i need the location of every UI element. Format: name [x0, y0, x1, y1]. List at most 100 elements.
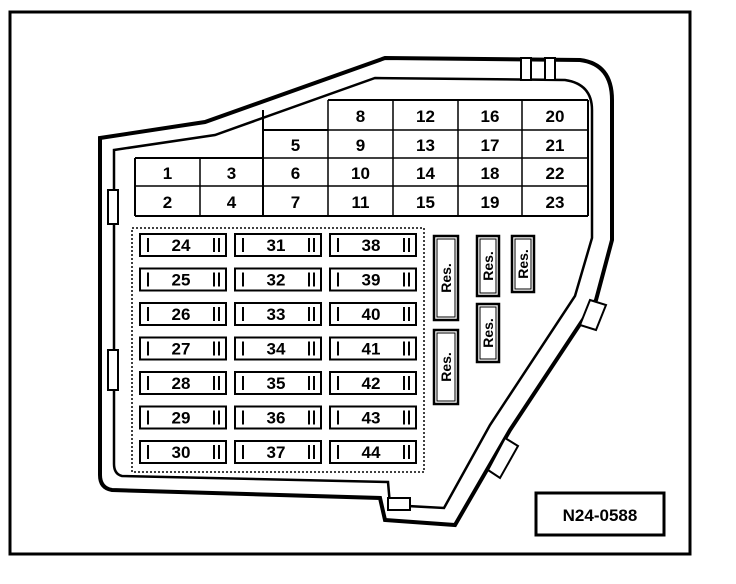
large-fuse-label: 32 — [267, 271, 286, 290]
large-fuse-label: 27 — [172, 340, 191, 359]
large-fuse-body — [139, 336, 227, 361]
small-fuse-label: 10 — [351, 164, 370, 183]
large-fuse: 24 — [139, 233, 227, 257]
small-fuse-label: 9 — [356, 136, 365, 155]
large-fuse-label: 42 — [362, 374, 381, 393]
small-fuse-label: 8 — [356, 107, 365, 126]
large-fuse-label: 35 — [267, 374, 286, 393]
small-fuse-label: 23 — [546, 193, 565, 212]
small-fuse-label: 2 — [163, 193, 172, 212]
top-tab-1 — [520, 57, 532, 81]
reserve-slot-label: Res. — [480, 318, 496, 348]
large-fuse-body — [234, 405, 322, 430]
reserve-slot-frame — [475, 302, 501, 364]
large-fuse-label: 33 — [267, 305, 286, 324]
housing-inner — [112, 76, 594, 510]
small-fuse-label: 19 — [481, 193, 500, 212]
large-fuse-body — [234, 440, 322, 464]
large-fuse: 38 — [329, 233, 417, 257]
reserve-slot-inner — [479, 306, 497, 360]
large-fuse-label: 25 — [172, 271, 191, 290]
large-fuse: 40 — [329, 302, 417, 326]
reserve-slot-inner — [436, 332, 456, 402]
figure-code: N24-0588 — [563, 506, 638, 525]
large-fuse-block: 2425262728293031323334353637383940414243… — [131, 227, 425, 473]
large-fuse-label: 26 — [172, 305, 191, 324]
large-fuse-label: 41 — [362, 340, 381, 359]
large-fuse: 31 — [234, 233, 322, 257]
reserve-slot-label: Res. — [515, 249, 531, 279]
figure-code-box — [534, 491, 666, 537]
large-fuse: 26 — [139, 302, 227, 326]
small-fuse-label: 21 — [546, 136, 565, 155]
large-fuse-body — [329, 405, 417, 430]
large-fuse: 37 — [234, 440, 322, 464]
large-fuse: 36 — [234, 405, 322, 430]
large-fuse-body — [329, 336, 417, 361]
right-tab-1 — [578, 298, 608, 332]
large-fuse-label: 38 — [362, 236, 381, 255]
small-fuse-label: 18 — [481, 164, 500, 183]
large-fuse: 41 — [329, 336, 417, 361]
large-fuse-label: 37 — [267, 443, 286, 462]
reserve-slot-frame — [510, 234, 536, 294]
large-fuse-body — [139, 267, 227, 292]
small-fuse-label: 16 — [481, 107, 500, 126]
small-fuse-label: 1 — [163, 164, 172, 183]
large-fuse-label: 31 — [267, 236, 286, 255]
large-fuse: 29 — [139, 405, 227, 430]
small-fuse-label: 17 — [481, 136, 500, 155]
large-fuse-body — [329, 440, 417, 464]
large-fuse: 30 — [139, 440, 227, 464]
small-fuse-label: 15 — [416, 193, 435, 212]
bottom-tab — [387, 497, 411, 511]
reserve-slot-inner — [514, 238, 532, 290]
large-fuse-body — [329, 371, 417, 395]
large-fuse-body — [234, 233, 322, 257]
reserve-slot: Res. — [475, 234, 501, 298]
large-fuse-label: 28 — [172, 374, 191, 393]
large-fuse: 35 — [234, 371, 322, 395]
large-fuse-body — [234, 302, 322, 326]
large-fuse-label: 36 — [267, 409, 286, 428]
small-fuse-label: 12 — [416, 107, 435, 126]
reserve-slot-inner — [479, 238, 497, 294]
reserve-slot-frame — [475, 234, 501, 298]
large-fuse-body — [329, 233, 417, 257]
reserve-slot-label: Res. — [480, 251, 496, 281]
top-tab-2 — [544, 57, 556, 81]
large-fuse-label: 44 — [362, 443, 381, 462]
large-fuse-body — [139, 233, 227, 257]
small-fuse-label: 14 — [416, 164, 435, 183]
left-tab-1 — [107, 189, 119, 225]
large-fuse-body — [139, 302, 227, 326]
large-fuse-body — [234, 267, 322, 292]
small-fuse-label: 13 — [416, 136, 435, 155]
left-tab-2 — [107, 349, 119, 391]
large-fuse-label: 29 — [172, 409, 191, 428]
large-fuse-body — [139, 405, 227, 430]
small-fuse-label: 4 — [227, 193, 237, 212]
reserve-slot-block: Res.Res.Res.Res.Res. — [432, 234, 536, 406]
large-fuse-body — [329, 302, 417, 326]
large-fuse-label: 24 — [172, 236, 191, 255]
large-block-border — [131, 227, 425, 473]
large-fuse: 27 — [139, 336, 227, 361]
small-fuse-label: 6 — [291, 164, 300, 183]
reserve-slot: Res. — [432, 234, 460, 322]
small-fuse-label: 22 — [546, 164, 565, 183]
reserve-slot: Res. — [475, 302, 501, 364]
large-fuse-label: 40 — [362, 305, 381, 324]
large-fuse-label: 30 — [172, 443, 191, 462]
large-fuse: 32 — [234, 267, 322, 292]
large-fuse: 33 — [234, 302, 322, 326]
right-tab-2 — [486, 436, 520, 480]
large-fuse: 28 — [139, 371, 227, 395]
outer-frame — [8, 10, 692, 556]
large-fuse-body — [234, 336, 322, 361]
small-fuse-label: 20 — [546, 107, 565, 126]
large-fuse-label: 39 — [362, 271, 381, 290]
